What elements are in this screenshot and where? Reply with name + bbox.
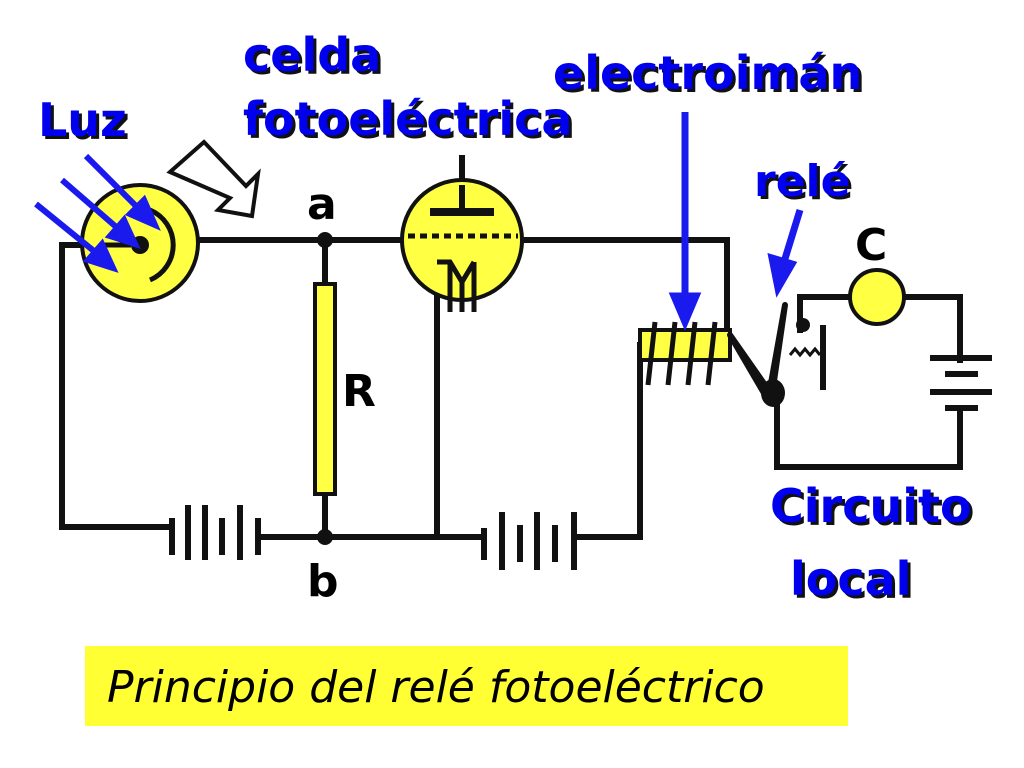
lamp-label: C bbox=[855, 220, 888, 271]
vacuum-tube bbox=[400, 155, 524, 312]
caption-box: Principio del relé fotoeléctrico bbox=[85, 646, 848, 726]
wire-local-lamp-right bbox=[901, 294, 963, 363]
point-a-label: a bbox=[307, 179, 337, 230]
electroiman-label: electroimán bbox=[553, 46, 863, 100]
caption: Principio del relé fotoeléctrico bbox=[107, 662, 765, 713]
resistor-label: R bbox=[342, 366, 376, 417]
wire-left-loop bbox=[59, 242, 175, 530]
circuito-label-line1: Circuito bbox=[770, 479, 972, 533]
cell-pointer-arrow bbox=[166, 139, 261, 219]
rele-pointer bbox=[767, 208, 804, 298]
electroiman-pointer bbox=[668, 112, 702, 331]
point-b-label: b bbox=[307, 556, 339, 607]
battery-local bbox=[930, 355, 992, 411]
luz-label: Luz bbox=[38, 93, 127, 147]
celda-label-line1: celda bbox=[243, 28, 382, 82]
rele-label: relé bbox=[754, 156, 851, 207]
battery-right bbox=[481, 512, 577, 570]
wire-bottom-right bbox=[575, 342, 643, 540]
battery-left bbox=[169, 505, 261, 560]
celda-label-line2: fotoeléctrica bbox=[243, 92, 573, 146]
junction-b-dot bbox=[317, 529, 333, 545]
electromagnet-coil bbox=[638, 321, 732, 386]
relay-armature bbox=[727, 302, 826, 407]
wire-tube-to-relay bbox=[517, 237, 730, 348]
junction-a-dot bbox=[317, 232, 333, 248]
wire-local-battery-bottom bbox=[774, 397, 963, 470]
circuito-label-line2: local bbox=[790, 552, 912, 606]
light-arrows bbox=[34, 153, 161, 273]
resistor bbox=[313, 282, 337, 496]
lamp bbox=[848, 268, 906, 326]
